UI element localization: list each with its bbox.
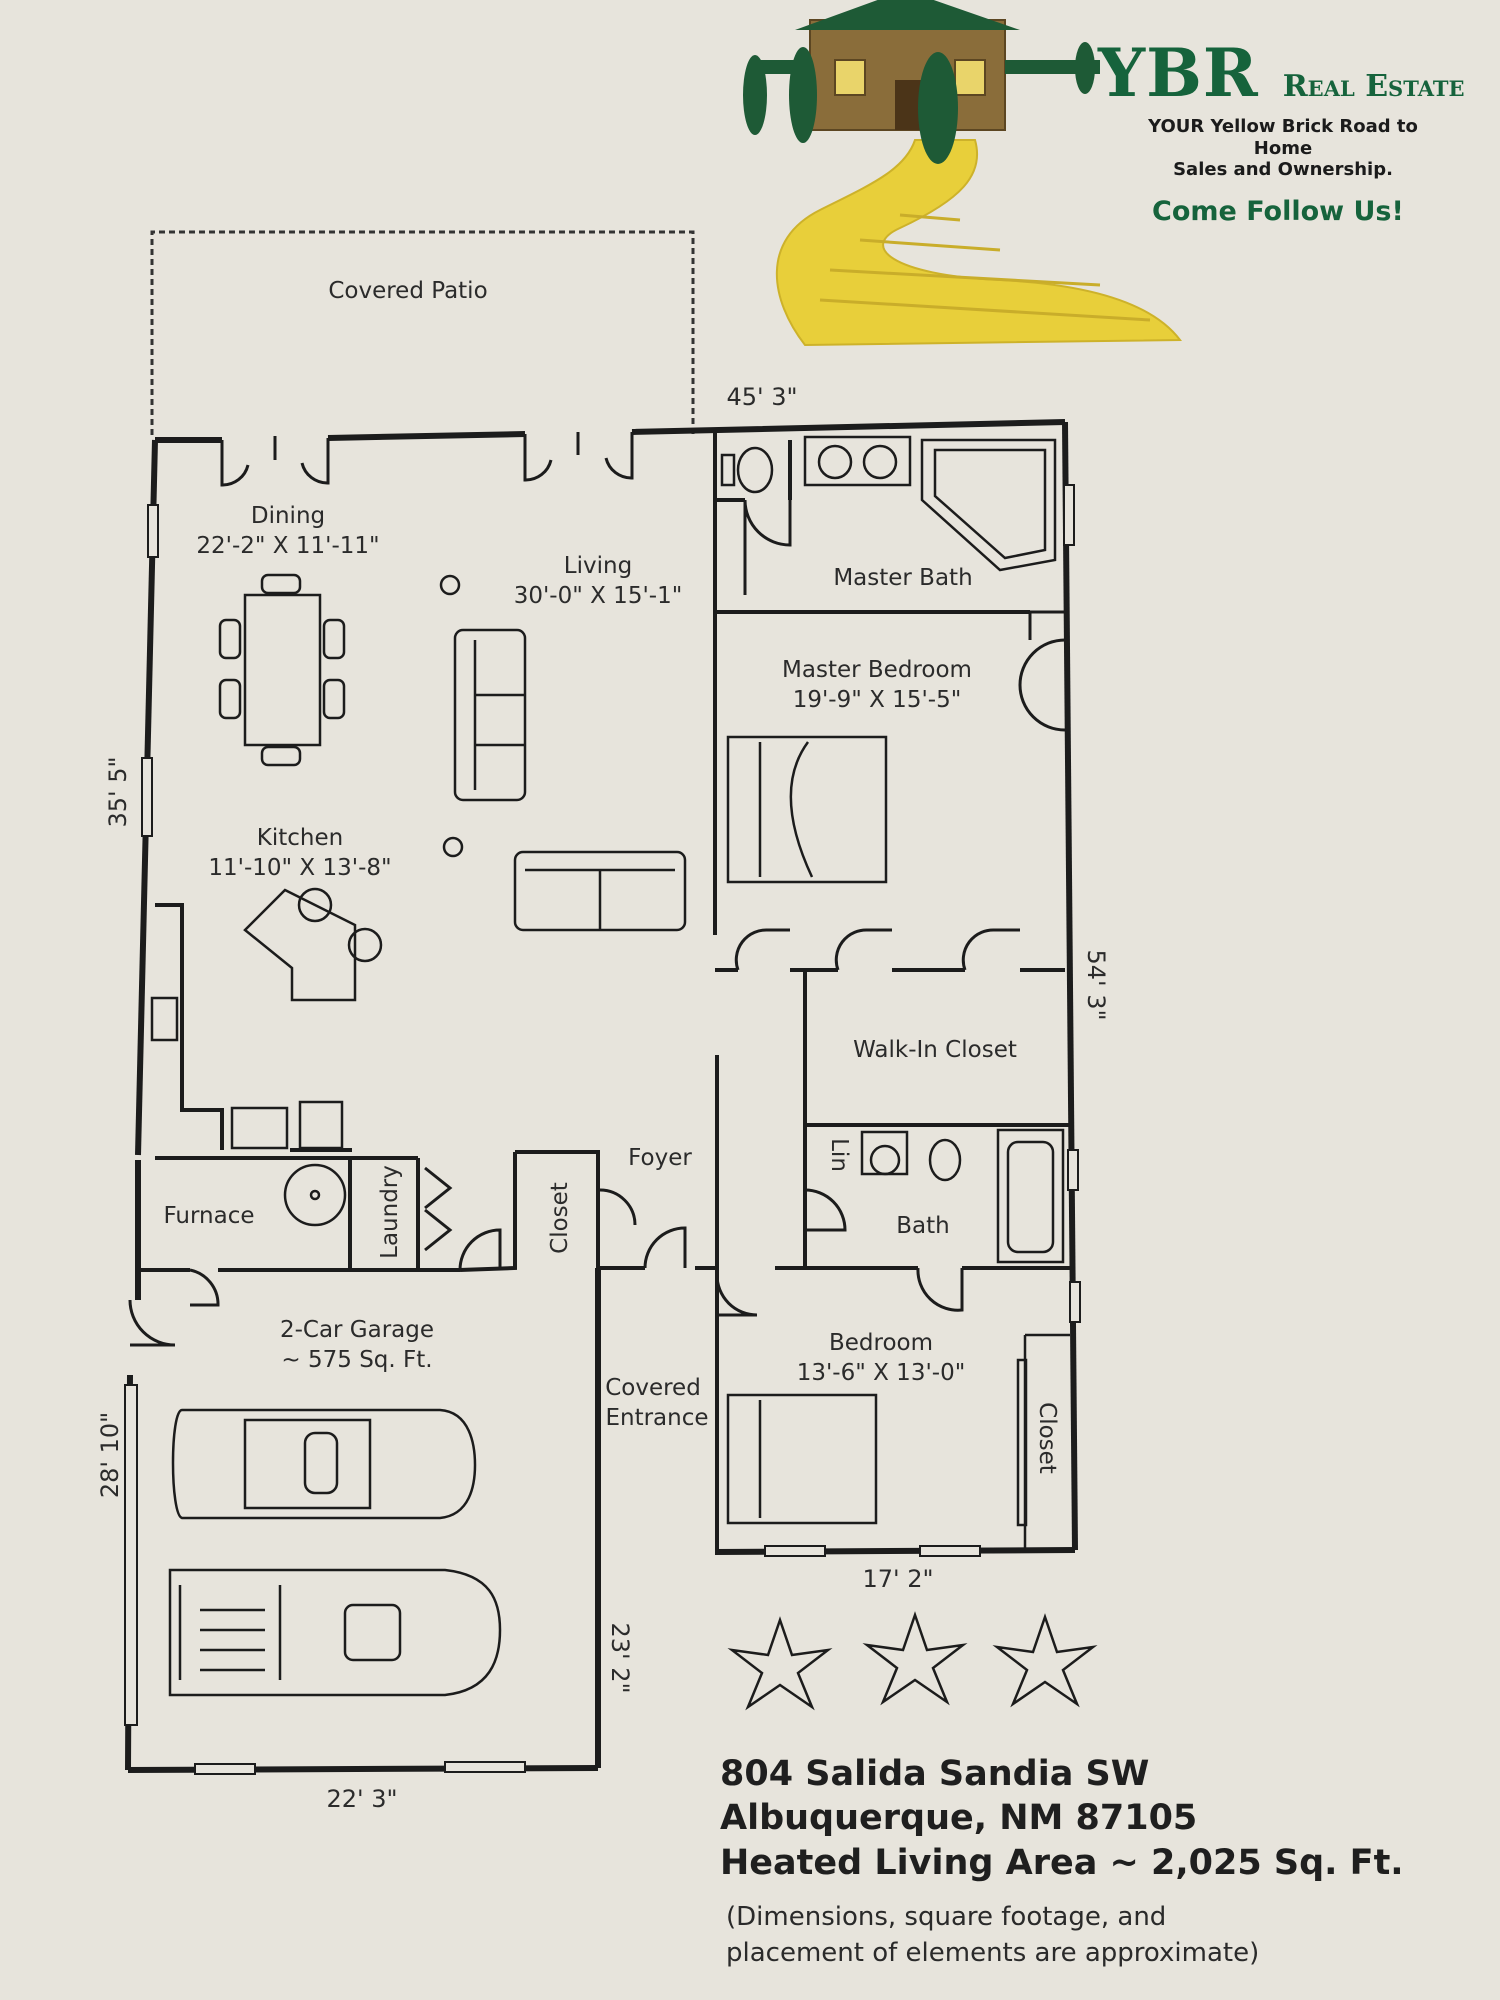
- label-kitchen: Kitchen: [257, 825, 343, 851]
- brand-name: YBR: [1098, 34, 1259, 112]
- label-linen: Lin: [826, 1138, 852, 1172]
- label-covered-entrance-2: Entrance: [605, 1405, 708, 1431]
- label-bedroom: Bedroom: [829, 1330, 933, 1356]
- brand-suffix: Real Estate: [1282, 69, 1465, 104]
- label-master-bedroom: Master Bedroom: [782, 657, 972, 683]
- label-garage: 2-Car Garage: [280, 1317, 434, 1343]
- shrubs: [727, 1611, 1098, 1711]
- label-master-bedroom-size: 19'-9" X 15'-5": [793, 687, 962, 713]
- tagline-line-1: YOUR Yellow Brick Road to Home: [1148, 116, 1418, 159]
- label-foyer-closet: Closet: [547, 1182, 573, 1254]
- label-bedroom-closet: Closet: [1034, 1402, 1060, 1474]
- logo-house-illustration: [743, 0, 1182, 347]
- interior-walls: [138, 432, 1070, 1552]
- tagline: YOUR Yellow Brick Road to Home Sales and…: [1118, 116, 1448, 181]
- label-living: Living: [564, 553, 632, 579]
- covered-patio-outline: [150, 230, 695, 435]
- follow-us: Come Follow Us!: [1152, 196, 1404, 227]
- label-master-bath: Master Bath: [833, 565, 972, 591]
- label-furnace: Furnace: [163, 1203, 254, 1229]
- address-line-1: 804 Salida Sandia SW: [720, 1754, 1150, 1794]
- doors: [128, 432, 1066, 1347]
- tagline-line-2: Sales and Ownership.: [1173, 159, 1393, 181]
- label-dining-size: 22'-2" X 11'-11": [196, 533, 379, 559]
- dimension-right: 54' 3": [1082, 949, 1110, 1020]
- dimension-top: 45' 3": [726, 383, 797, 411]
- label-covered-patio: Covered Patio: [328, 278, 487, 304]
- label-walk-in-closet: Walk-In Closet: [853, 1037, 1017, 1063]
- windows: [124, 484, 1081, 1775]
- label-bedroom-size: 13'-6" X 13'-0": [797, 1360, 966, 1386]
- dimension-left-upper: 35' 5": [104, 756, 132, 827]
- label-dining: Dining: [251, 503, 325, 529]
- label-garage-size: ~ 575 Sq. Ft.: [281, 1347, 432, 1373]
- disclaimer: (Dimensions, square footage, and placeme…: [726, 1900, 1259, 1972]
- dimension-bedroom-bottom: 17' 2": [862, 1565, 933, 1593]
- dimension-garage-right: 23' 2": [606, 1622, 634, 1693]
- label-bath: Bath: [896, 1213, 949, 1239]
- disclaimer-line-1: (Dimensions, square footage, and: [726, 1902, 1167, 1932]
- brand-logo: YBR Real Estate: [1098, 34, 1464, 112]
- label-kitchen-size: 11'-10" X 13'-8": [208, 855, 391, 881]
- dimension-garage-bottom: 22' 3": [326, 1785, 397, 1813]
- label-covered-entrance-1: Covered: [605, 1375, 701, 1401]
- address-line-2: Albuquerque, NM 87105: [720, 1798, 1198, 1839]
- fixtures: [150, 435, 1070, 1697]
- heated-area: Heated Living Area ~ 2,025 Sq. Ft.: [720, 1842, 1404, 1883]
- label-foyer: Foyer: [628, 1145, 692, 1171]
- label-laundry: Laundry: [377, 1165, 403, 1259]
- disclaimer-line-2: placement of elements are approximate): [726, 1937, 1260, 1968]
- property-address: 804 Salida Sandia SW Albuquerque, NM 871…: [720, 1752, 1404, 1885]
- label-living-size: 30'-0" X 15'-1": [514, 583, 683, 609]
- dimension-left-lower: 28' 10": [96, 1412, 124, 1498]
